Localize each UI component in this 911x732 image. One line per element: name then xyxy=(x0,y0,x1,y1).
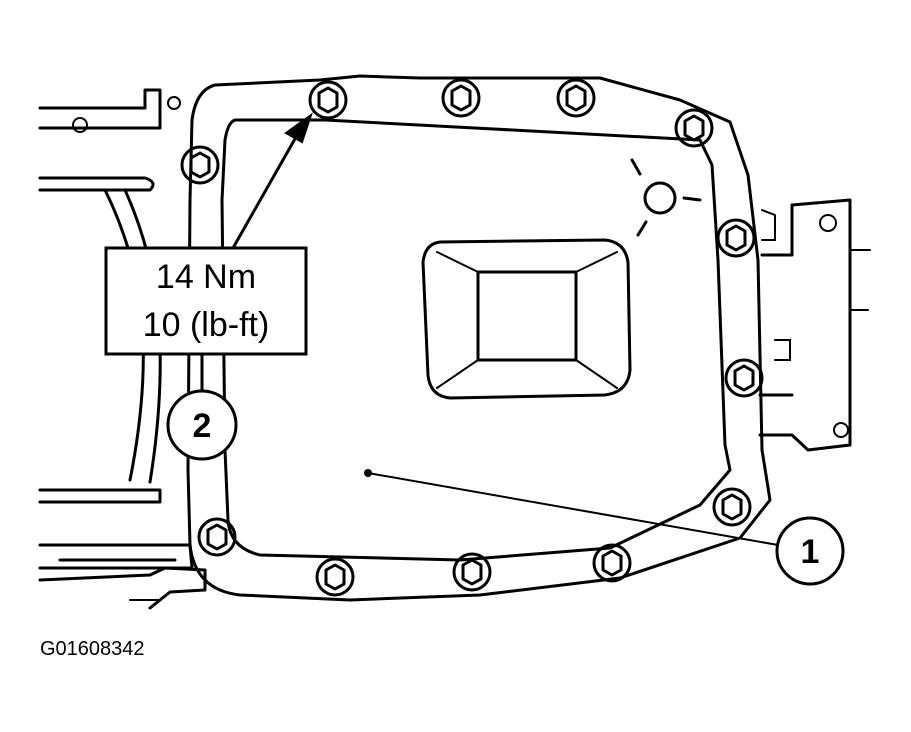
callout-1-label: 1 xyxy=(801,533,820,571)
torque-nm-label: 14 Nm xyxy=(156,258,256,296)
figure-id: G01608342 xyxy=(40,638,145,660)
arrow-head-icon xyxy=(284,112,313,144)
oil-pan-body-inner xyxy=(220,118,732,562)
torque-callout: 14 Nm 10 (lb-ft) xyxy=(104,112,313,394)
bolt xyxy=(441,78,481,118)
callout-2: 2 xyxy=(166,389,238,461)
bolt xyxy=(452,552,492,592)
torque-lbft-label: 10 (lb-ft) xyxy=(143,306,270,344)
callout-1: 1 xyxy=(364,469,845,586)
pan-bolts xyxy=(180,78,764,597)
oil-pan-flange-outer xyxy=(186,74,772,602)
bolt xyxy=(556,78,596,118)
bolt xyxy=(724,358,764,398)
bolt xyxy=(197,517,237,557)
bolt xyxy=(180,145,220,185)
bolt xyxy=(315,557,355,597)
bolt xyxy=(674,108,714,148)
pan-center-square xyxy=(421,238,632,400)
bolt xyxy=(592,543,632,583)
drain-plug xyxy=(630,158,702,237)
bolt xyxy=(712,487,752,527)
bolt xyxy=(716,218,756,258)
bolt xyxy=(308,80,348,120)
callout-2-label: 2 xyxy=(193,407,212,445)
right-bracket xyxy=(758,198,871,452)
